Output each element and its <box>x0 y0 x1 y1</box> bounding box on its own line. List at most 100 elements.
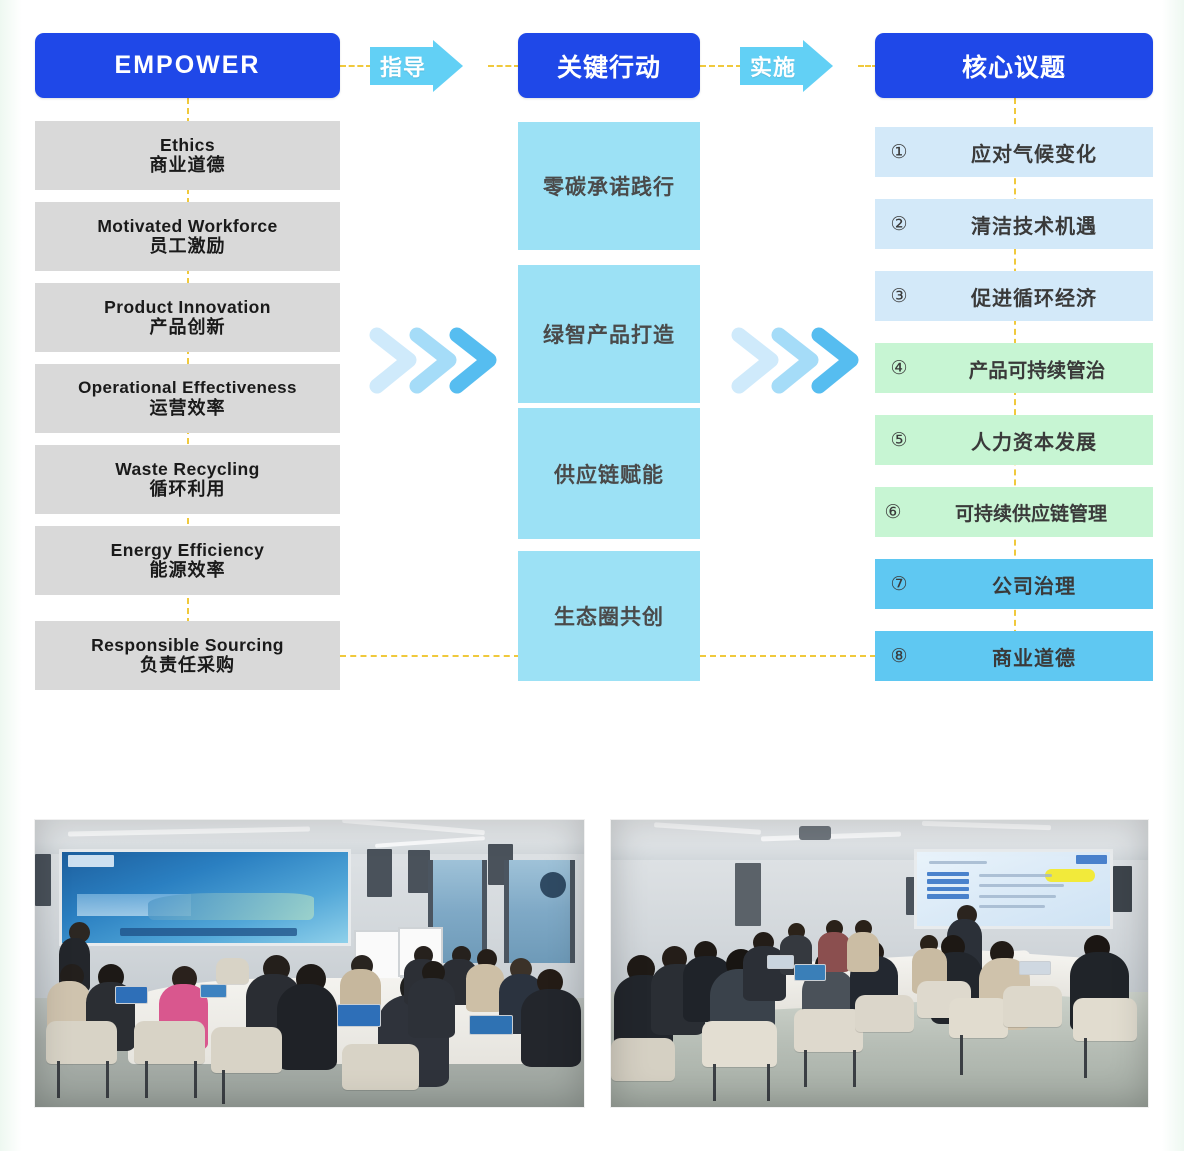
empower-item-motivated-workforce[interactable]: Motivated Workforce 员工激励 <box>35 202 340 271</box>
core-topic-number: ⑥ <box>884 501 902 523</box>
empower-item-responsible-sourcing[interactable]: Responsible Sourcing 负责任采购 <box>35 621 340 690</box>
core-topic-row-4[interactable]: ④ 产品可持续管治 <box>875 343 1153 393</box>
person-body <box>276 983 337 1070</box>
chevron-right-triple-icon <box>731 327 859 394</box>
core-topic-row-6[interactable]: ⑥ 可持续供应链管理 <box>875 487 1153 537</box>
chair-leg <box>106 1061 110 1099</box>
core-topic-row-8[interactable]: ⑧ 商业道德 <box>875 631 1153 681</box>
acoustic-panel <box>35 854 52 907</box>
chair-leg <box>804 1049 808 1087</box>
empower-item-label-zh: 商业道德 <box>149 155 226 176</box>
header-key-actions[interactable]: 关键行动 <box>518 33 700 98</box>
empower-item-label-zh: 产品创新 <box>149 317 226 338</box>
core-topic-number: ⑤ <box>890 429 908 451</box>
connector-bottom-left-to-middle <box>340 655 520 657</box>
wall-column <box>734 863 762 927</box>
chair <box>702 1020 778 1067</box>
chair <box>1072 997 1138 1041</box>
key-action-ecosystem[interactable]: 生态圈共创 <box>518 551 700 681</box>
empower-item-label-zh: 员工激励 <box>149 236 226 257</box>
chair-leg <box>194 1061 198 1099</box>
arrow-implement-head-icon <box>803 40 834 92</box>
empower-item-ethics[interactable]: Ethics 商业道德 <box>35 121 340 190</box>
chair-leg <box>852 1049 856 1087</box>
laptop <box>793 963 826 981</box>
projection-screen <box>917 851 1111 927</box>
arrow-guide[interactable]: 指导 <box>370 40 464 92</box>
arrow-implement[interactable]: 实施 <box>740 40 834 92</box>
empower-item-label-en: Motivated Workforce <box>97 215 278 236</box>
header-empower[interactable]: EMPOWER <box>35 33 340 98</box>
empower-item-waste-recycling[interactable]: Waste Recycling 循环利用 <box>35 445 340 514</box>
chair-leg <box>56 1061 60 1099</box>
core-topic-number: ⑧ <box>890 645 908 667</box>
laptop <box>468 1015 513 1036</box>
chair-leg <box>713 1063 717 1102</box>
meeting-room-photo-right <box>611 820 1148 1107</box>
key-action-supply-chain[interactable]: 供应链赋能 <box>518 408 700 539</box>
core-topic-number: ③ <box>890 285 908 307</box>
arrow-implement-label: 实施 <box>740 47 804 85</box>
chair <box>45 1020 118 1064</box>
laptop <box>336 1003 381 1027</box>
core-topic-row-2[interactable]: ② 清洁技术机遇 <box>875 199 1153 249</box>
empower-item-label-zh: 负责任采购 <box>140 655 235 676</box>
window-mullion <box>482 860 488 964</box>
core-topic-label: 可持续供应链管理 <box>954 503 1107 525</box>
empower-item-energy-efficiency[interactable]: Energy Efficiency 能源效率 <box>35 526 340 595</box>
wall-clock <box>540 871 567 898</box>
chair <box>949 997 1009 1039</box>
arrow-guide-label: 指导 <box>370 47 434 85</box>
core-topic-row-3[interactable]: ③ 促进循环经济 <box>875 271 1153 321</box>
chair-leg <box>766 1063 770 1102</box>
empower-item-label-en: Operational Effectiveness <box>78 377 297 397</box>
empower-item-label-zh: 循环利用 <box>149 479 226 500</box>
person-body <box>847 931 880 973</box>
laptop <box>766 954 794 970</box>
person-body <box>408 977 455 1039</box>
header-core-topics[interactable]: 核心议题 <box>875 33 1153 98</box>
chair <box>210 1026 283 1073</box>
core-topic-row-7[interactable]: ⑦ 公司治理 <box>875 559 1153 609</box>
core-topic-number: ⑦ <box>890 573 908 595</box>
empower-item-product-innovation[interactable]: Product Innovation 产品创新 <box>35 283 340 352</box>
chevron-group-right <box>727 313 862 408</box>
core-topic-label: 商业道德 <box>992 647 1076 670</box>
chair-leg <box>144 1061 148 1099</box>
core-topic-row-5[interactable]: ⑤ 人力资本发展 <box>875 415 1153 465</box>
window-mullion <box>427 860 433 964</box>
connector-implement-to-topics <box>858 65 878 67</box>
slide-text-block <box>926 894 970 899</box>
chair-leg <box>960 1035 964 1076</box>
core-topic-number: ① <box>890 141 908 163</box>
key-action-zero-carbon[interactable]: 零碳承诺践行 <box>518 122 700 250</box>
chair-leg <box>1083 1038 1087 1079</box>
laptop <box>1019 960 1052 975</box>
core-topic-label: 人力资本发展 <box>971 431 1097 454</box>
connector-guide-to-actions <box>488 65 520 67</box>
slide-text-line <box>978 905 1045 909</box>
chair <box>611 1038 676 1082</box>
laptop <box>114 986 148 1004</box>
slide-text-line <box>978 884 1064 888</box>
empower-item-label-zh: 运营效率 <box>149 397 226 418</box>
slide-highlight <box>1044 868 1095 883</box>
slide-text-block <box>926 879 970 884</box>
person-head <box>69 921 91 943</box>
core-topic-row-1[interactable]: ① 应对气候变化 <box>875 127 1153 177</box>
empower-item-label-en: Waste Recycling <box>115 458 260 479</box>
core-topic-number: ② <box>890 213 908 235</box>
laptop <box>199 983 228 998</box>
slide-text-line <box>978 894 1057 898</box>
chair <box>793 1009 864 1053</box>
chair <box>342 1043 420 1090</box>
empower-item-operational-effectiveness[interactable]: Operational Effectiveness 运营效率 <box>35 364 340 433</box>
window <box>507 860 573 964</box>
core-topic-label: 促进循环经济 <box>971 287 1097 310</box>
key-action-green-products[interactable]: 绿智产品打造 <box>518 265 700 403</box>
chevron-right-triple-icon <box>369 327 497 394</box>
acoustic-panel <box>367 848 392 898</box>
slide-text-block <box>926 886 970 892</box>
slide-text-line <box>978 873 1053 877</box>
empower-item-label-zh: 能源效率 <box>149 560 226 581</box>
